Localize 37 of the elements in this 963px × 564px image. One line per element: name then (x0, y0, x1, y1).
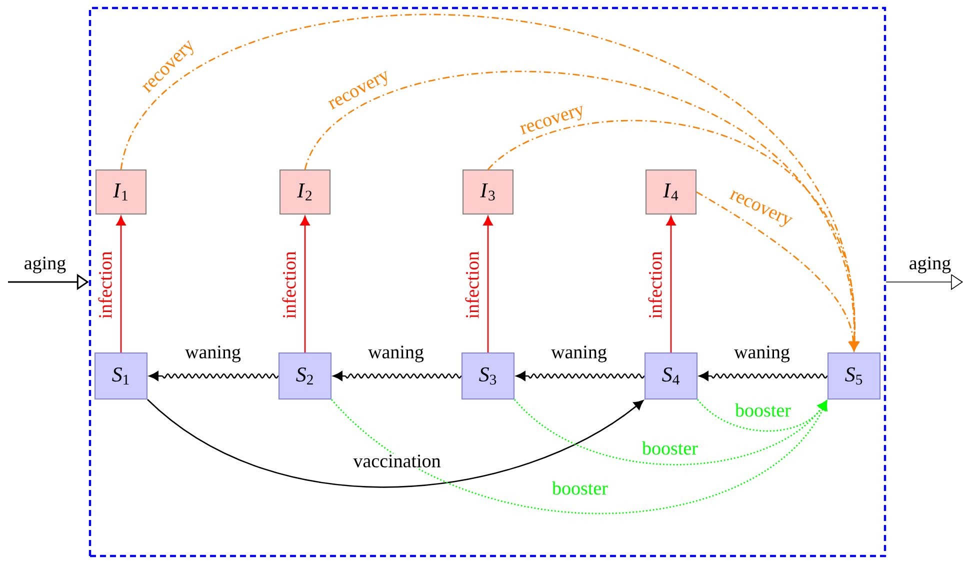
arrow (483, 216, 493, 352)
susceptible-box: S$_{3}$ (462, 352, 514, 400)
susceptible-box: S$_{4}$ (644, 352, 698, 400)
infected-box: I$_{3}$ (462, 170, 514, 214)
edge-label: waning (184, 344, 242, 364)
edge-label: recovery (518, 104, 588, 140)
edge-label: aging (22, 256, 68, 274)
edge-label: waning (367, 344, 425, 364)
infected-box: I$_{1}$ (96, 170, 146, 214)
edge-label: infection (464, 250, 480, 320)
edge-label: vaccination (352, 454, 442, 468)
edge-label: waning (733, 344, 791, 364)
wavy-arrow (332, 371, 462, 381)
edge-label: infection (647, 250, 663, 320)
arrow (116, 216, 126, 352)
edge-label: infection (281, 250, 297, 320)
curved-arrow (331, 398, 828, 514)
edge-label: booster (641, 440, 699, 456)
susceptible-box: S$_{1}$ (94, 352, 148, 400)
edge-label: aging (908, 256, 952, 274)
wavy-arrow (148, 371, 279, 381)
arrow (666, 216, 676, 352)
infected-box: I$_{4}$ (646, 170, 696, 214)
arrow (300, 216, 310, 352)
susceptible-box: S$_{5}$ (828, 352, 880, 400)
wavy-arrow (698, 371, 828, 381)
dashed-frame (88, 6, 886, 558)
wavy-arrow (516, 371, 645, 381)
curved-arrow (147, 399, 644, 488)
curved-arrow (488, 120, 860, 351)
infected-box: I$_{2}$ (280, 170, 330, 214)
curved-arrow (696, 191, 858, 351)
susceptible-box: S$_{2}$ (278, 352, 332, 400)
edge-label: infection (97, 250, 113, 320)
edge-label: booster (734, 402, 792, 418)
edge-label: waning (550, 344, 608, 364)
edge-label: booster (551, 480, 609, 496)
